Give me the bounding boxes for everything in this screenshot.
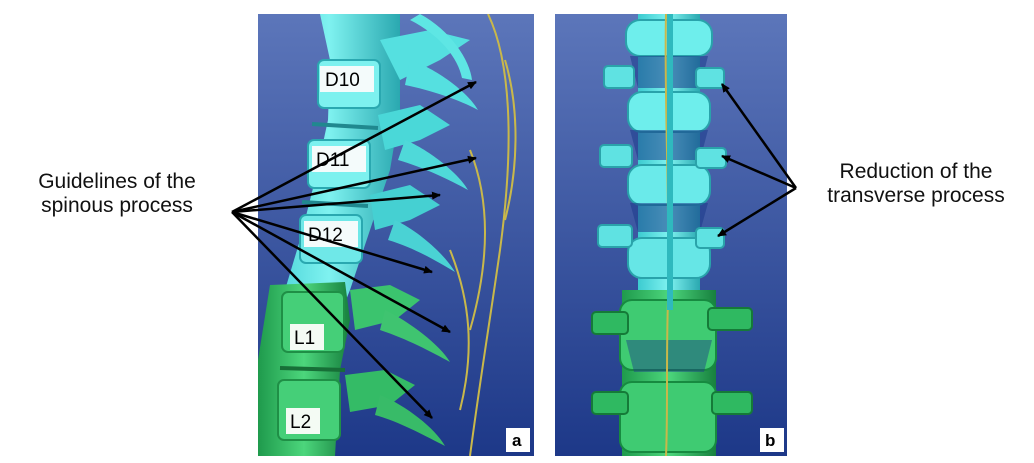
transverse-caption: Reduction of the transverse process (800, 160, 1032, 208)
transverse-caption-line2: transverse process (800, 184, 1032, 208)
transverse-process (592, 312, 628, 334)
panel-letter-b: b (765, 431, 775, 450)
panel-letter-a: a (512, 431, 522, 450)
guidelines-caption: Guidelines of the spinous process (4, 170, 230, 218)
guidelines-caption-line1: Guidelines of the (4, 170, 230, 194)
transverse-process (600, 145, 632, 167)
vertebra-label-l2: L2 (290, 412, 311, 433)
transverse-process (696, 68, 724, 88)
transverse-process (592, 392, 628, 414)
transverse-caption-line1: Reduction of the (800, 160, 1032, 184)
guidelines-caption-line2: spinous process (4, 194, 230, 218)
panel-b: b (555, 14, 787, 456)
panel-a: D10 D11 D12 L1 L2 a (258, 14, 534, 456)
disc (280, 368, 345, 370)
vertebra-label-l1: L1 (294, 328, 315, 349)
transverse-process (604, 66, 634, 88)
vertebra-label-d10: D10 (325, 70, 360, 91)
transverse-process (598, 225, 632, 247)
transverse-process (708, 308, 752, 330)
transverse-process (696, 148, 726, 168)
transverse-process (696, 228, 724, 248)
transverse-process (712, 392, 752, 414)
